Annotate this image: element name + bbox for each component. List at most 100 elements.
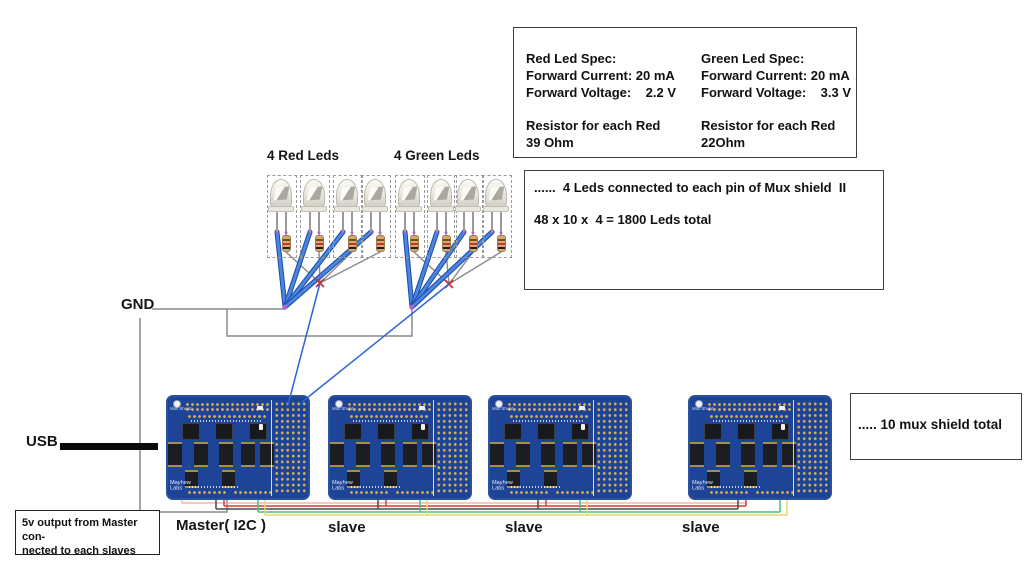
led-leg-left xyxy=(436,212,438,232)
ic-chip-mid-2 xyxy=(516,442,530,467)
ic-chip-mid-2 xyxy=(716,442,730,467)
bottom-pin-header-2 xyxy=(395,490,433,496)
slave-label-2: slave xyxy=(505,519,543,536)
ic-chip-mid-3 xyxy=(541,442,555,467)
led-flange xyxy=(334,206,360,212)
bottom-pin-header-2 xyxy=(233,490,271,496)
brand-line2: Labs xyxy=(170,485,183,492)
ic-chip-large-2 xyxy=(737,423,755,440)
ic-chip-large-2 xyxy=(215,423,233,440)
ic-chip-large-2 xyxy=(377,423,395,440)
red-spec-resistor: Resistor for each Red xyxy=(526,118,661,133)
silkscreen-numbers xyxy=(713,420,785,422)
ic-chip-large-1 xyxy=(504,423,522,440)
led-highlight xyxy=(273,186,290,201)
led-leg-right xyxy=(413,212,415,232)
led-flange xyxy=(396,206,422,212)
led-icon xyxy=(336,179,358,208)
mux-total-text: ..... 10 mux shield total xyxy=(858,417,1003,432)
ic-chip-mid-3 xyxy=(219,442,233,467)
ic-chip-mid-4 xyxy=(403,442,417,467)
smd-component-2 xyxy=(259,424,263,430)
ic-chip-mid-5 xyxy=(782,442,796,467)
silkscreen-bottom xyxy=(189,486,239,488)
proto-grid xyxy=(274,401,308,495)
ic-chip-mid-5 xyxy=(260,442,274,467)
led-leg-right xyxy=(445,212,447,232)
led-highlight xyxy=(488,186,505,201)
smd-component-1 xyxy=(419,406,425,410)
ic-chip-large-1 xyxy=(182,423,200,440)
led-icon xyxy=(430,179,452,208)
led-leg-right xyxy=(351,212,353,232)
ic-chip-mid-5 xyxy=(582,442,596,467)
green-spec-current: Forward Current: 20 mA xyxy=(701,68,850,83)
red-spec-voltage: Forward Voltage: 2.2 V xyxy=(526,85,677,100)
led-selection-box xyxy=(395,175,425,258)
silkscreen-bottom xyxy=(711,486,761,488)
led-selection-box xyxy=(427,175,457,258)
led-highlight xyxy=(367,186,384,201)
resistor-icon xyxy=(409,235,419,252)
led-icon xyxy=(270,179,292,208)
top-pin-header-2 xyxy=(709,414,789,419)
resistor-icon xyxy=(468,235,478,252)
proto-grid xyxy=(796,401,830,495)
led-leg-right xyxy=(379,212,381,232)
ic-chip-mid-4 xyxy=(241,442,255,467)
led-leg-right xyxy=(472,212,474,232)
ic-chip-large-3 xyxy=(249,423,267,440)
led-selection-box xyxy=(454,175,484,258)
green-spec-resistor-value: 22Ohm xyxy=(701,135,746,150)
ic-chip-large-2 xyxy=(537,423,555,440)
smd-component-1 xyxy=(779,406,785,410)
led-highlight xyxy=(460,186,477,201)
led-leg-right xyxy=(500,212,502,232)
top-pin-header-2 xyxy=(349,414,429,419)
red-leds-label: 4 Red Leds xyxy=(267,148,340,163)
brand-line2: Labs xyxy=(492,485,505,492)
ic-chip-mid-2 xyxy=(356,442,370,467)
ic-chip-mid-1 xyxy=(490,442,504,467)
led-leg-left xyxy=(404,212,406,232)
smd-component-2 xyxy=(781,424,785,430)
led-leg-left xyxy=(491,212,493,232)
led-icon xyxy=(303,179,325,208)
led-flange xyxy=(268,206,294,212)
power-note-line1: 5v output from Master con- xyxy=(22,517,138,543)
red-led-spec: Red Led Spec: Forward Current: 20 mA For… xyxy=(526,50,676,151)
bottom-pin-header-1 xyxy=(509,490,549,496)
silkscreen-bottom xyxy=(351,486,401,488)
red-spec-current: Forward Current: 20 mA xyxy=(526,68,675,83)
smd-component-1 xyxy=(579,406,585,410)
ic-chip-mid-1 xyxy=(168,442,182,467)
led-icon xyxy=(457,179,479,208)
led-flange xyxy=(362,206,388,212)
proto-grid xyxy=(436,401,470,495)
ic-chip-mid-4 xyxy=(763,442,777,467)
top-pin-header xyxy=(507,402,593,412)
slave-label-3: slave xyxy=(682,519,720,536)
green-spec-title: Green Led Spec: xyxy=(701,51,805,66)
bottom-pin-header-1 xyxy=(349,490,389,496)
brand-line1: Mayhew xyxy=(692,480,713,486)
ic-chip-large-1 xyxy=(704,423,722,440)
smd-component-2 xyxy=(421,424,425,430)
led-flange xyxy=(301,206,327,212)
green-led-spec: Green Led Spec: Forward Current: 20 mA F… xyxy=(701,50,851,151)
bottom-pin-header-1 xyxy=(187,490,227,496)
mux-note-line2: 48 x 10 x 4 = 1800 Leds total xyxy=(534,212,712,227)
green-spec-voltage: Forward Voltage: 3.3 V xyxy=(701,85,852,100)
resistor-icon xyxy=(375,235,385,252)
mux-total-box: ..... 10 mux shield total xyxy=(850,393,1022,460)
led-leg-right xyxy=(318,212,320,232)
board-section-divider xyxy=(593,400,594,496)
green-leds-label: 4 Green Leds xyxy=(394,148,480,163)
led-leg-right xyxy=(285,212,287,232)
ic-chip-mid-3 xyxy=(381,442,395,467)
